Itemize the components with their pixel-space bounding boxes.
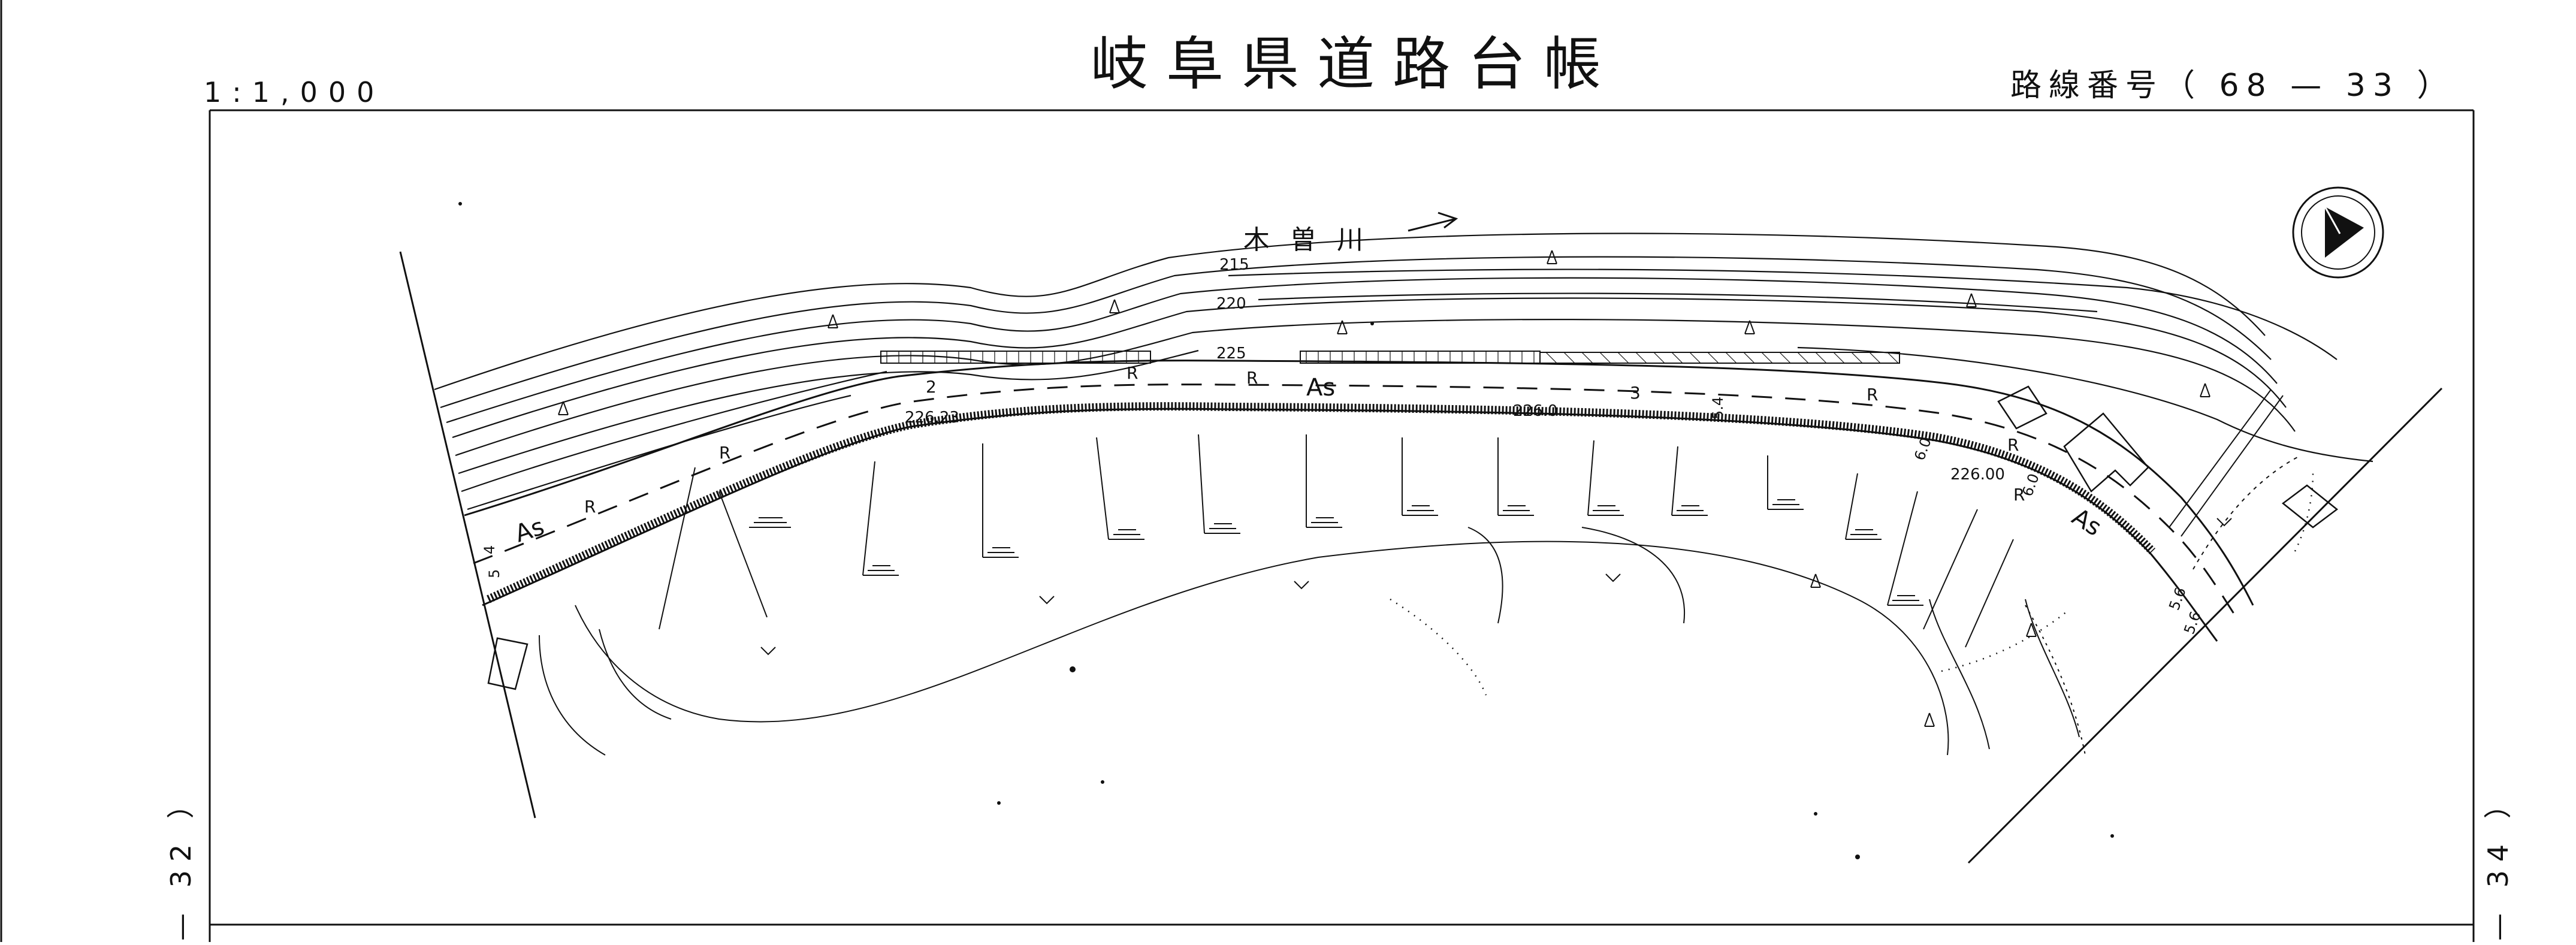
elevation-label-1: 226.23 (905, 409, 959, 427)
width-label-5: 5.6 (2181, 609, 2204, 636)
left-match-mark: — 32 ） (165, 783, 197, 941)
road-centerline (473, 384, 2239, 621)
contour-label-220: 220 (1216, 295, 1246, 313)
edge-mark-2: R (719, 443, 730, 463)
edge-mark-5: R (1867, 385, 1878, 404)
width-label-4: 5.6 (2166, 585, 2189, 612)
river-contours (434, 233, 2373, 511)
buildings (487, 385, 2339, 690)
building-4 (487, 637, 529, 690)
side-road (2169, 389, 2302, 570)
map-frame (209, 109, 2475, 942)
road-edges (464, 360, 2254, 642)
dotted-lines (1390, 473, 2314, 696)
right-match-mark: — 34 ） (2482, 783, 2514, 941)
road-lower-edge (482, 407, 2218, 642)
river-label: 木 曽 川 (1243, 225, 1369, 255)
edge-mark-6: R (2007, 435, 2019, 455)
river-flow-arrow (1408, 212, 1458, 232)
edge-mark-7: R (2013, 485, 2025, 505)
contour-label-215: 215 (1219, 256, 1249, 274)
elevation-label-3: 226.00 (1950, 466, 2005, 484)
scale-label: 1:1,000 (204, 76, 385, 108)
width-label-6: 5 (486, 569, 503, 578)
section-number-3: 3 (1630, 383, 1641, 403)
grass-marks (558, 250, 2210, 727)
vegetation-marks (760, 518, 2232, 656)
road-surface-label-2: As (1306, 374, 1335, 401)
elevation-label-2: 226.0 (1513, 402, 1557, 420)
map-dots (458, 202, 2114, 859)
upper-hatch-1 (880, 351, 1151, 364)
upper-hatch-3 (1539, 352, 1900, 364)
edge-mark-1: R (584, 497, 596, 517)
sheet-title: 岐阜県道路台帳 (1091, 31, 1619, 98)
north-arrow-icon (2325, 207, 2364, 258)
left-boundary-line (399, 251, 536, 819)
building-1 (1997, 385, 2047, 430)
section-number-2: 2 (926, 377, 937, 397)
route-number: 路線番号（ 68 — 33 ） (2010, 68, 2455, 104)
edge-mark-4: R (1246, 368, 1258, 388)
road-retaining-wall (487, 402, 2156, 603)
building-3 (2281, 484, 2339, 529)
width-label-1: 5.4 (1710, 397, 1726, 419)
north-arrow (2292, 186, 2384, 279)
width-label-3: 6.0 (2019, 472, 2042, 499)
slope-hachures (749, 499, 1923, 606)
lower-slope (539, 434, 2086, 756)
width-label-7: 4 (481, 545, 498, 554)
edge-mark-3: R (1127, 363, 1138, 383)
building-2 (2063, 412, 2149, 493)
road-surface-label-1: As (512, 513, 548, 548)
contour-label-225: 225 (1216, 345, 1246, 363)
hatch-fill (886, 351, 1899, 364)
